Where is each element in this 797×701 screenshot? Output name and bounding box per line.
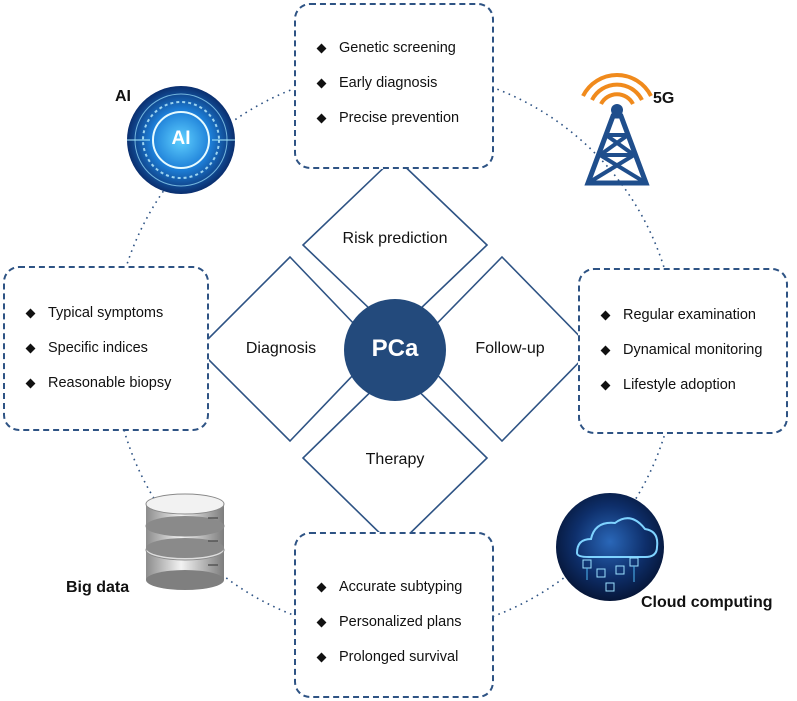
list-item: Personalized plans <box>316 612 492 632</box>
bullet-diamond-icon <box>316 617 327 627</box>
bullet-diamond-icon <box>25 378 36 388</box>
risk-prediction-box: Genetic screening Early diagnosis Precis… <box>294 3 494 169</box>
bullet-diamond-icon <box>316 43 327 53</box>
list-item: Prolonged survival <box>316 647 492 667</box>
list-item-text: Accurate subtyping <box>339 579 463 595</box>
list-item: Dynamical monitoring <box>600 340 786 360</box>
list-item-text: Typical symptoms <box>48 305 164 321</box>
list-item: Accurate subtyping <box>316 577 492 597</box>
big-data-label: Big data <box>66 579 130 596</box>
list-item-text: Lifestyle adoption <box>623 377 736 393</box>
risk-prediction-label: Risk prediction <box>342 230 448 247</box>
follow-up-box: Regular examination Dynamical monitoring… <box>578 268 788 434</box>
bullet-diamond-icon <box>316 113 327 123</box>
list-item: Genetic screening <box>316 38 492 58</box>
list-item-text: Specific indices <box>48 340 148 356</box>
list-item-text: Precise prevention <box>339 110 460 126</box>
therapy-box: Accurate subtyping Personalized plans Pr… <box>294 532 494 698</box>
bullet-diamond-icon <box>316 78 327 88</box>
follow-up-label: Follow-up <box>475 340 545 357</box>
bullet-diamond-icon <box>600 380 611 390</box>
list-item-text: Reasonable biopsy <box>48 375 172 391</box>
ai-chip-icon <box>127 86 235 194</box>
cloud-computing-label: Cloud computing <box>641 594 773 611</box>
bullet-diamond-icon <box>25 343 36 353</box>
follow-up-diamond <box>410 255 594 443</box>
list-item-text: Regular examination <box>623 307 756 323</box>
list-item: Typical symptoms <box>25 303 207 323</box>
ai-badge-text: AI <box>171 128 191 149</box>
list-item: Precise prevention <box>316 108 492 128</box>
ai-label: AI <box>115 88 131 105</box>
list-item-text: Prolonged survival <box>339 649 459 665</box>
pca-center-circle <box>344 299 446 401</box>
diagnosis-box: Typical symptoms Specific indices Reason… <box>3 266 209 431</box>
bullet-diamond-icon <box>600 345 611 355</box>
bullet-diamond-icon <box>316 652 327 662</box>
diagnosis-label: Diagnosis <box>245 340 317 357</box>
bullet-diamond-icon <box>25 308 36 318</box>
therapy-label: Therapy <box>365 451 425 468</box>
bullet-diamond-icon <box>316 582 327 592</box>
list-item: Regular examination <box>600 305 786 325</box>
diagnosis-diamond <box>196 255 380 443</box>
cloud-computing-icon <box>556 493 664 601</box>
list-item: Specific indices <box>25 338 207 358</box>
list-item-text: Early diagnosis <box>339 75 438 91</box>
list-item: Early diagnosis <box>316 73 492 93</box>
bullet-diamond-icon <box>600 310 611 320</box>
list-item-text: Genetic screening <box>339 40 456 56</box>
list-item-text: Personalized plans <box>339 614 462 630</box>
database-icon <box>145 493 225 590</box>
5g-tower-icon <box>581 73 653 186</box>
pca-center-label: PCa <box>371 335 419 362</box>
list-item-text: Dynamical monitoring <box>623 342 763 358</box>
list-item: Lifestyle adoption <box>600 375 786 395</box>
list-item: Reasonable biopsy <box>25 373 207 393</box>
5g-label: 5G <box>653 90 675 107</box>
